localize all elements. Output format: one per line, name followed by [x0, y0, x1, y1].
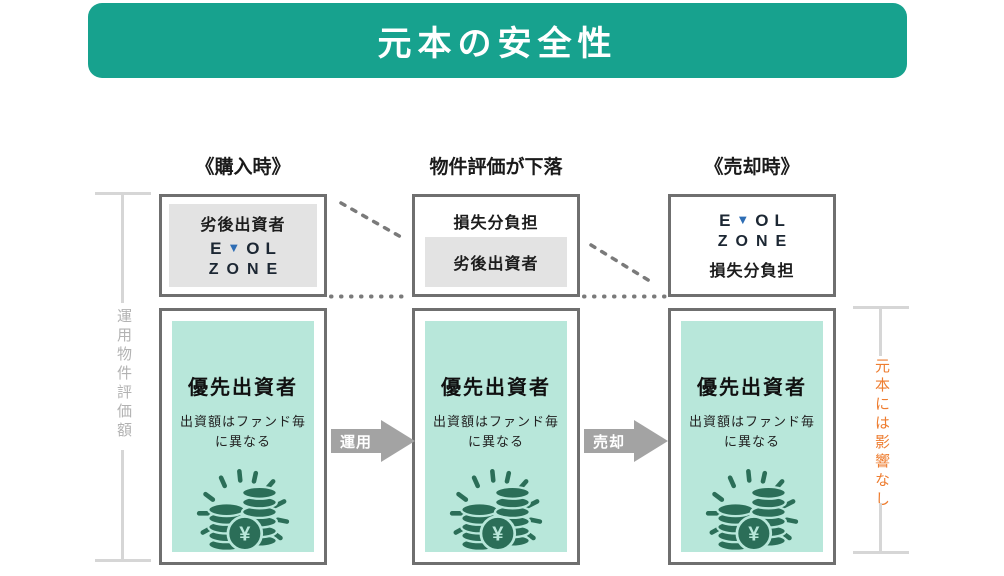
stage-header-sale: 《売却時》 [704, 157, 800, 178]
subordinated-box-purchase: 劣後出資者 E▼OL ZONE [159, 194, 327, 297]
subordinated-box-purchase-inner: 劣後出資者 E▼OL ZONE [169, 204, 317, 287]
subordinated-label: 劣後出資者 [200, 217, 286, 235]
page-title: 元本の安全性 [377, 25, 618, 63]
svg-text:¥: ¥ [748, 524, 760, 546]
sell-arrow: 売却 [584, 420, 668, 462]
loss-burden-box-middle: 損失分負担 劣後出資者 [412, 194, 580, 297]
priority-box-middle-inner: 優先出資者 出資額はファンド毎 に異なる [425, 321, 567, 552]
left-bracket-line-upper [121, 192, 124, 303]
priority-label: 優先出資者 [188, 377, 298, 399]
priority-box-sale: 優先出資者 出資額はファンド毎 に異なる [668, 308, 836, 565]
priority-caption: 出資額はファンド毎 に異なる [179, 414, 306, 450]
right-bracket-line-upper [879, 306, 882, 356]
priority-box-sale-inner: 優先出資者 出資額はファンド毎 に異なる [681, 321, 823, 552]
stage-header-purchase: 《購入時》 [195, 157, 291, 178]
arrow-head-icon [381, 420, 415, 462]
svg-text:¥: ¥ [492, 524, 504, 546]
sell-arrow-label: 売却 [592, 433, 625, 451]
right-bracket-bottom-cap [853, 551, 909, 554]
priority-box-purchase: 優先出資者 出資額はファンド毎 に異なる [159, 308, 327, 565]
loss-burden-label: 損失分負担 [453, 215, 539, 232]
left-bracket-bottom-cap [95, 559, 151, 562]
arrow-head-icon [634, 420, 668, 462]
loss-burden-box-sale: E▼OL ZONE 損失分負担 [668, 194, 836, 297]
operate-arrow-label: 運用 [339, 433, 372, 451]
subordinated-label: 劣後出資者 [453, 256, 539, 273]
priority-label: 優先出資者 [697, 377, 807, 399]
priority-caption: 出資額はファンド毎 に異なる [688, 414, 815, 450]
subordinated-shrunk-area: 劣後出資者 [425, 237, 567, 287]
brand-v-icon: ▼ [227, 240, 247, 256]
diagonal-dashed-line-1 [339, 201, 403, 239]
priority-caption: 出資額はファンド毎 に異なる [432, 414, 559, 450]
priority-box-middle: 優先出資者 出資額はファンド毎 に異なる [412, 308, 580, 565]
priority-box-purchase-inner: 優先出資者 出資額はファンド毎 に異なる [172, 321, 314, 552]
coins-yen-icon: ¥ [449, 469, 543, 552]
operate-arrow: 運用 [331, 420, 415, 462]
stage-header-valuation-drop: 物件評価が下落 [429, 157, 563, 178]
left-bracket-line-lower [121, 450, 124, 562]
coins-yen-icon: ¥ [196, 469, 290, 552]
brand-v-icon: ▼ [736, 212, 756, 228]
right-axis-label: 元本には影響なし [873, 358, 890, 510]
priority-label: 優先出資者 [441, 377, 551, 399]
coins-yen-icon: ¥ [705, 469, 799, 552]
right-bracket-line-lower [879, 503, 882, 554]
evol-zone-logo: E▼OL ZONE [717, 211, 795, 250]
diagonal-dashed-line-2 [589, 243, 655, 285]
left-axis-label: 運用物件評価額 [115, 308, 132, 441]
svg-text:¥: ¥ [239, 524, 251, 546]
evol-zone-logo: E▼OL ZONE [208, 239, 286, 278]
loss-burden-label: 損失分負担 [709, 262, 795, 280]
title-banner: 元本の安全性 [88, 3, 907, 78]
